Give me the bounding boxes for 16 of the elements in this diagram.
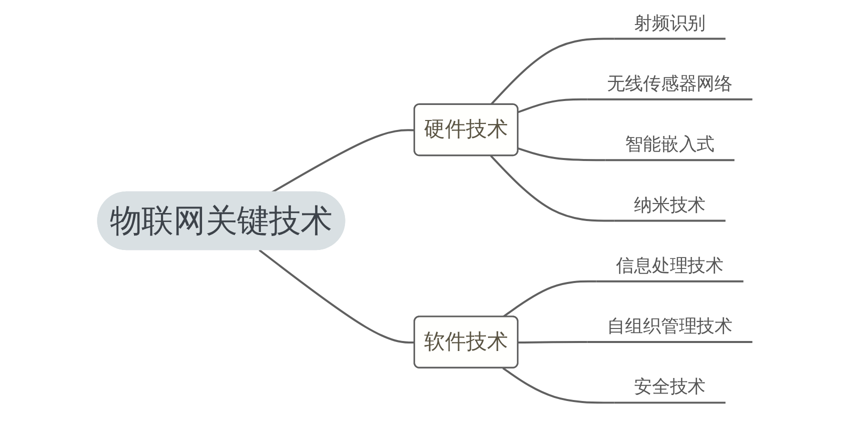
node-text: 信息处理技术	[616, 256, 724, 276]
connector	[490, 38, 614, 106]
connector	[502, 280, 596, 318]
node-text: 安全技术	[634, 376, 706, 398]
connector	[502, 367, 614, 404]
node-text: 无线传感器网络	[607, 74, 732, 94]
node-text: 纳米技术	[634, 194, 706, 216]
connector	[518, 341, 588, 344]
node-text: 射频识别	[634, 12, 706, 34]
connector	[271, 129, 415, 194]
connector	[518, 98, 588, 114]
node-text: 智能嵌入式	[625, 134, 715, 156]
connector	[490, 155, 614, 222]
node-text: 自组织管理技术	[607, 316, 732, 338]
connector	[518, 147, 606, 162]
connector	[258, 249, 415, 344]
